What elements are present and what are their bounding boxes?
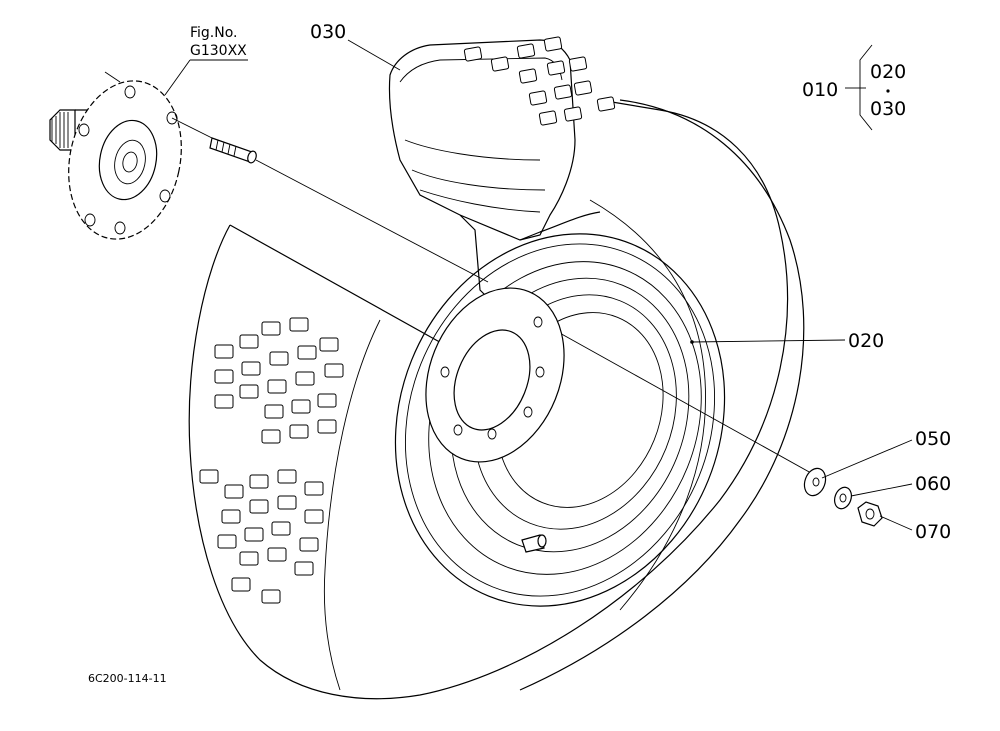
- assembly-separator-dot: [886, 89, 890, 93]
- wheel-stud[interactable]: [209, 137, 258, 164]
- fig-no-label: Fig.No.: [190, 25, 238, 41]
- tread-lugs-side: [199, 317, 344, 604]
- axis-lines: [171, 117, 821, 479]
- callout-rim: 020: [848, 330, 884, 352]
- callout-assembly-item-b: 030: [870, 98, 906, 120]
- wheel-hub[interactable]: [49, 70, 195, 249]
- callout-washer: 050: [915, 428, 951, 450]
- drawing-code: 6C200-114-11: [88, 672, 167, 685]
- leader-lines: [164, 39, 913, 531]
- wheel-rim[interactable]: [340, 184, 779, 656]
- tread-lugs-top: [463, 36, 616, 126]
- callout-assembly: 010: [802, 79, 838, 101]
- fig-no-value: G130XX: [190, 43, 247, 59]
- lock-washer[interactable]: [832, 485, 855, 511]
- tire[interactable]: [188, 99, 805, 700]
- wheel-washer[interactable]: [801, 465, 829, 498]
- wheel-nut[interactable]: [857, 501, 883, 527]
- tire-cutaway[interactable]: [388, 39, 601, 331]
- callout-assembly-item-a: 020: [870, 61, 906, 83]
- callout-tire: 030: [310, 21, 346, 43]
- callout-lock-washer: 060: [915, 473, 951, 495]
- callout-nut: 070: [915, 521, 951, 543]
